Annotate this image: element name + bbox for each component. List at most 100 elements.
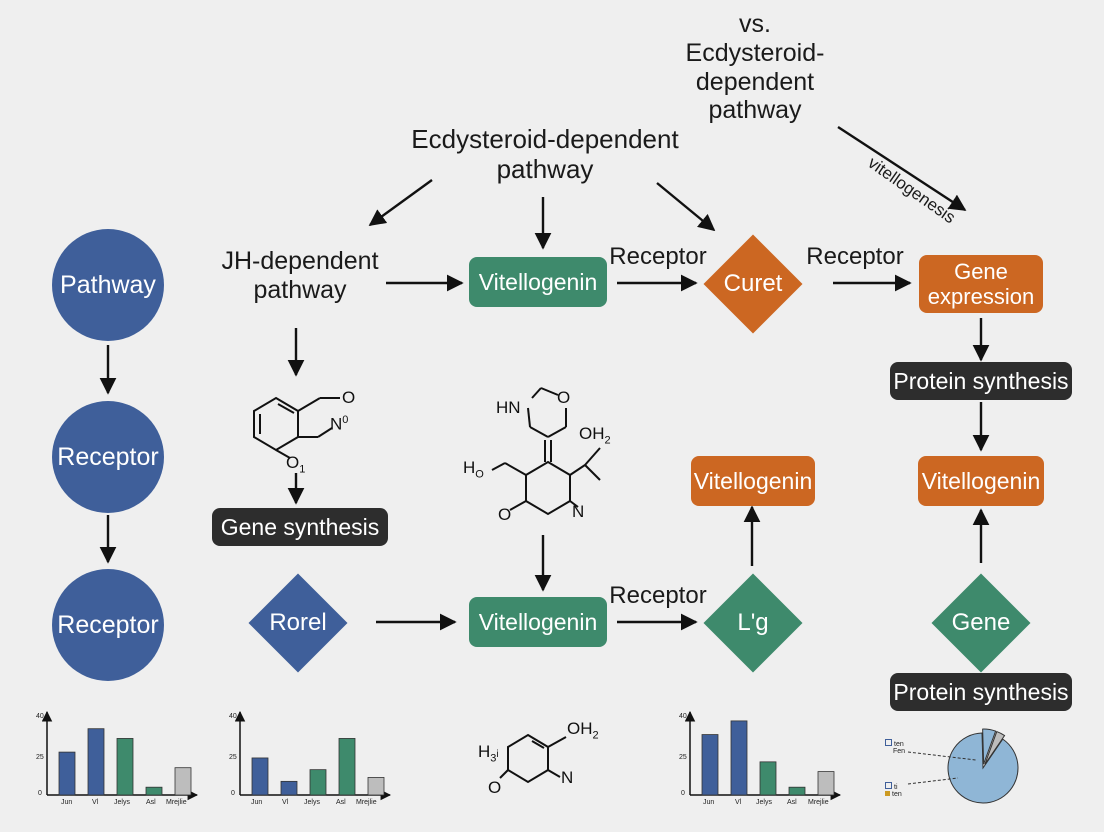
pie-legend-label-1: Fen xyxy=(893,748,906,755)
chart3-tick-40: 40 xyxy=(679,713,687,720)
pathway-circle-label: Pathway xyxy=(60,270,156,299)
bar-jun xyxy=(58,751,76,796)
mol1-o-label: O1 xyxy=(286,453,305,475)
mol2-ho-text: H xyxy=(463,458,476,477)
bar-jelys xyxy=(759,761,777,796)
curet-diamond: Curet xyxy=(703,234,803,334)
chart1-tick-40: 40 xyxy=(36,713,44,720)
mol2-o-left: O xyxy=(498,505,512,524)
mol2-hn: HN xyxy=(496,398,521,417)
chart2-cat-3: Asl xyxy=(336,799,346,806)
bar-vl xyxy=(280,780,298,796)
vitellogenin-node-right-label: Vitellogenin xyxy=(921,467,1041,494)
mol1-n-sup: 0 xyxy=(342,414,349,426)
gene-diamond-label: Gene xyxy=(951,609,1011,636)
chart1-tick-0: 0 xyxy=(38,790,42,797)
legend-swatch-icon xyxy=(885,739,892,746)
bar-jelys xyxy=(116,738,134,796)
mol3-n: N xyxy=(561,768,574,787)
vitellogenin-node-top: Vitellogenin xyxy=(469,257,607,307)
gene-synthesis-node: Gene synthesis xyxy=(212,508,388,546)
bar-asl xyxy=(788,786,806,796)
pie-legend-label-3: ten xyxy=(892,791,902,798)
bar-jun xyxy=(701,734,719,796)
bar-chart-1 xyxy=(41,710,199,801)
pie-slice-0 xyxy=(947,732,1019,804)
chart2-cat-1: Vl xyxy=(282,799,289,806)
vs-ecdysteroid-title: vs. Ecdysteroid- dependent pathway xyxy=(685,10,825,125)
chart2-cat-2: Jelys xyxy=(304,799,320,806)
bar-jelys xyxy=(309,769,327,796)
pie-legend-item-1: Fen xyxy=(893,748,905,755)
receptor-circle-2-label: Receptor xyxy=(57,610,159,639)
chart2-tick-25: 25 xyxy=(229,754,237,761)
connector-arrows xyxy=(99,125,990,631)
rorel-diamond-label: Rorel xyxy=(269,609,327,636)
bar-chart-2 xyxy=(234,710,392,801)
vitellogenin-node-orange: Vitellogenin xyxy=(691,456,815,506)
arrow-vs-to-gene-expression xyxy=(837,125,967,212)
legend-swatch-icon xyxy=(885,791,890,796)
gene-expression-label: Gene expression xyxy=(927,258,1035,309)
mol2-o-top: O xyxy=(557,388,571,407)
gene-expression-node: Gene expression xyxy=(919,255,1043,313)
mol1-n-text: N xyxy=(330,414,343,434)
bar-jun xyxy=(251,757,269,796)
arrow-ecdysteroid-to-jh xyxy=(368,179,433,226)
lg-diamond-label: L'g xyxy=(737,609,769,636)
pie-legend-label-2: ti xyxy=(894,784,898,791)
mol3-oh2: OH2 xyxy=(567,719,599,741)
receptor-label-bottom: Receptor xyxy=(609,582,707,609)
receptor-label-top-1: Receptor xyxy=(609,243,707,270)
arrow-ecdysteroid-to-curet xyxy=(656,182,716,232)
receptor-circle-1: Receptor xyxy=(52,401,164,513)
chart2-cat-4: Mrejlie xyxy=(356,799,377,806)
mol2-oh2-text: OH xyxy=(579,424,605,443)
ecdysteroid-pathway-title: Ecdysteroid-dependent pathway xyxy=(411,124,679,184)
chart3-tick-25: 25 xyxy=(679,754,687,761)
molecule-2-structure xyxy=(491,387,601,516)
mol2-ho: HO xyxy=(463,458,484,480)
mol1-o-ring: O xyxy=(342,388,356,407)
chart3-cat-1: Vl xyxy=(735,799,742,806)
mol3-h: H3i xyxy=(478,742,499,764)
chart1-cat-0: Jun xyxy=(61,799,73,806)
molecule-1-structure xyxy=(253,396,340,459)
vitellogenin-node-right: Vitellogenin xyxy=(918,456,1044,506)
chart3-cat-4: Mrejlie xyxy=(808,799,829,806)
pie-legend-item-3: ten xyxy=(885,791,902,798)
mol1-n-label: N0 xyxy=(330,414,348,435)
pie-legend-item-0: ten xyxy=(885,739,904,748)
chart3-cat-0: Jun xyxy=(703,799,715,806)
gene-diamond: Gene xyxy=(931,573,1031,673)
curet-diamond-label: Curet xyxy=(723,270,783,297)
mol2-ho-sub: O xyxy=(475,468,484,481)
protein-synthesis-node-2: Protein synthesis xyxy=(890,673,1072,711)
chart3-cat-2: Jelys xyxy=(756,799,772,806)
vitellogenin-node-orange-label: Vitellogenin xyxy=(693,467,813,494)
pie-slice-2 xyxy=(984,730,1006,765)
mol2-oh2: OH2 xyxy=(579,424,611,446)
chart1-cat-3: Asl xyxy=(146,799,156,806)
bar-asl xyxy=(338,738,356,796)
protein-synthesis-label-2: Protein synthesis xyxy=(893,678,1069,705)
lg-diamond: L'g xyxy=(703,573,803,673)
mol3-h-sub2: i xyxy=(496,749,499,760)
mol3-h-sub: 3 xyxy=(490,752,497,765)
chart3-cat-3: Asl xyxy=(787,799,797,806)
chart2-tick-0: 0 xyxy=(231,790,235,797)
vitellogenin-node-bottom-label: Vitellogenin xyxy=(478,608,598,635)
mol1-o-text: O xyxy=(286,453,300,472)
receptor-circle-1-label: Receptor xyxy=(57,442,159,471)
rorel-diamond: Rorel xyxy=(248,573,348,673)
chart2-tick-40: 40 xyxy=(229,713,237,720)
receptor-label-top-2: Receptor xyxy=(806,243,904,270)
pie-slice-1 xyxy=(982,728,997,765)
bar-chart-3 xyxy=(684,710,842,801)
mol1-o-sub: 1 xyxy=(299,463,306,476)
protein-synthesis-node-1: Protein synthesis xyxy=(890,362,1072,400)
legend-swatch-icon xyxy=(885,782,892,789)
mol3-h-text: H xyxy=(478,742,491,761)
mol3-oh2-sub: 2 xyxy=(592,729,599,742)
